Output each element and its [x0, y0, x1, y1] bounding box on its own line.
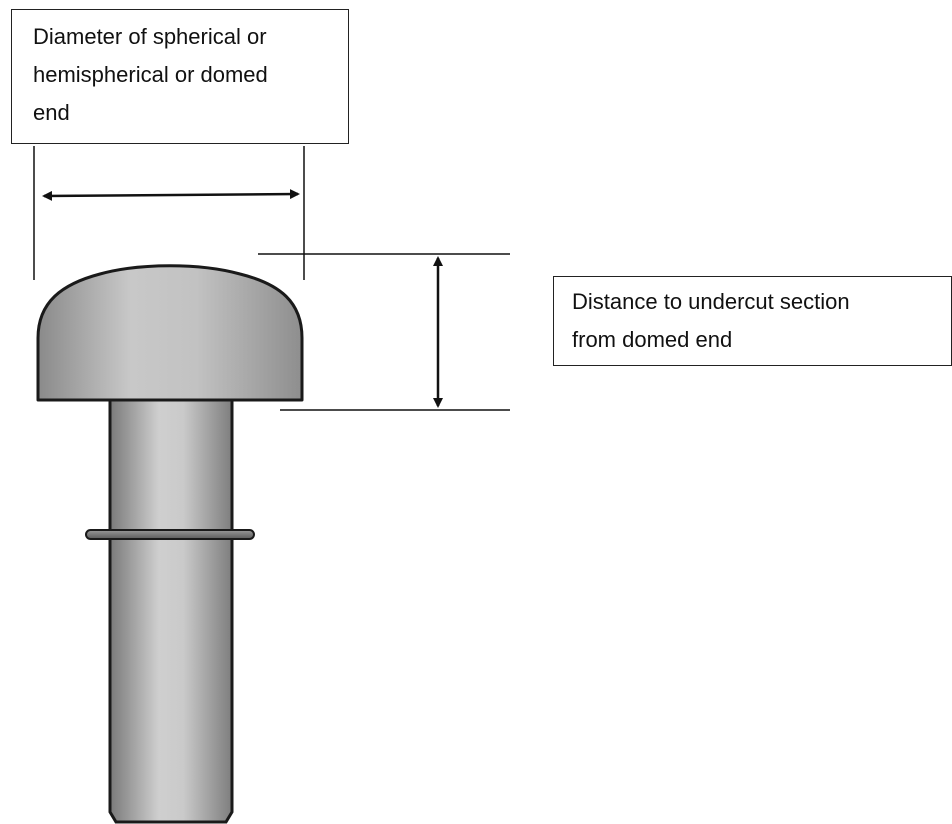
distance-label-line-1: Distance to undercut section: [572, 289, 850, 314]
pin-shaft: [108, 396, 234, 824]
diameter-arrow: [42, 189, 300, 201]
domed-head: [36, 264, 304, 402]
diameter-label-line-3: end: [33, 100, 70, 125]
distance-callout-box: Distance to undercut section from domed …: [553, 276, 952, 366]
diameter-callout-box: Diameter of spherical or hemispherical o…: [11, 9, 349, 144]
diameter-label-line-1: Diameter of spherical or: [33, 24, 267, 49]
undercut-ring: [85, 529, 255, 540]
distance-label-line-2: from domed end: [572, 327, 733, 352]
diameter-label-line-2: hemispherical or domed: [33, 62, 268, 87]
